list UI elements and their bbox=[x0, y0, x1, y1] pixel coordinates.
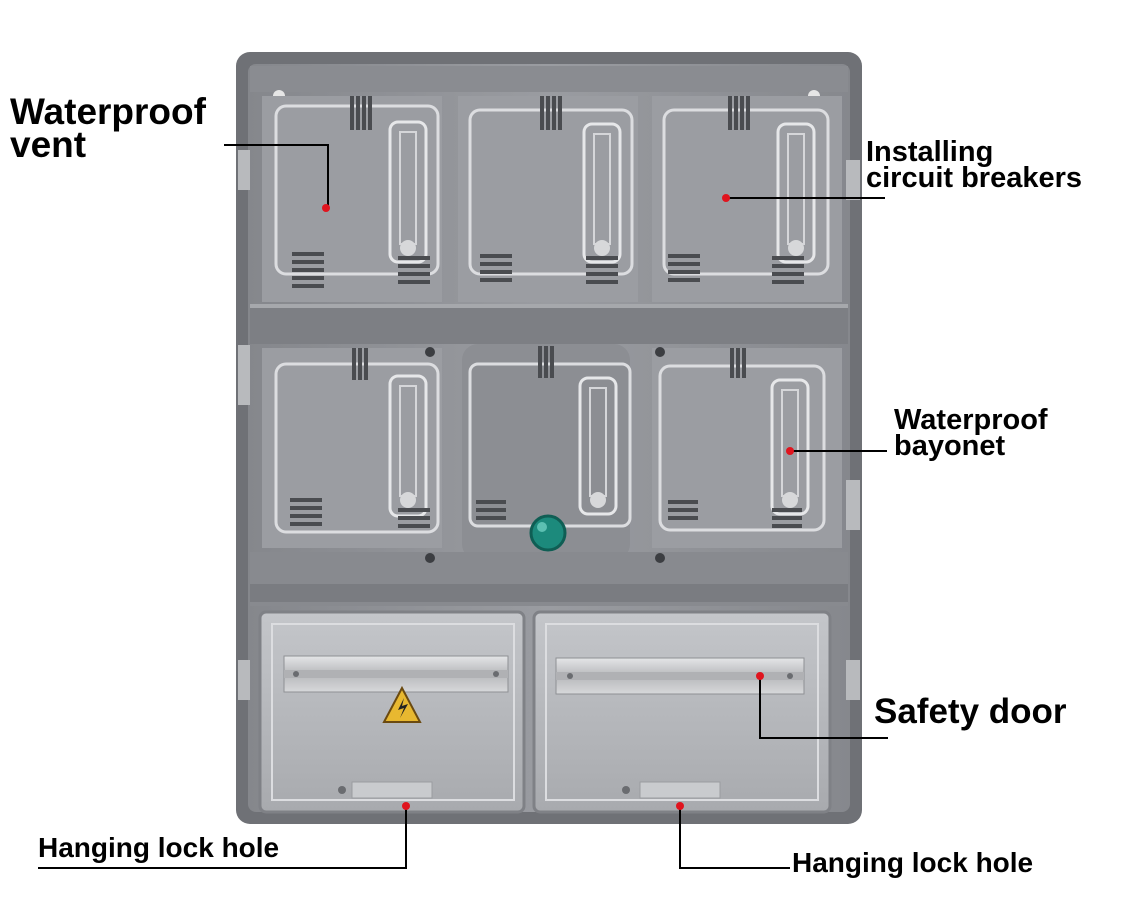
callout-label-safety-door: Safety door bbox=[874, 692, 1067, 731]
callout-dot-lock-right bbox=[676, 802, 684, 810]
top-rim bbox=[250, 66, 848, 92]
side-tab bbox=[238, 150, 250, 190]
callout-label-hanging-lock-right: Hanging lock hole bbox=[792, 847, 1034, 878]
label-line: Waterproof bbox=[894, 404, 1048, 436]
callout-line-vent bbox=[224, 144, 329, 208]
middle-divider bbox=[250, 304, 848, 344]
side-tab bbox=[846, 160, 860, 200]
side-tab bbox=[238, 345, 250, 405]
callout-dot-bayonet bbox=[786, 447, 794, 455]
label-line: Installing bbox=[866, 136, 994, 168]
callout-line-lock-right bbox=[679, 806, 790, 869]
callout-dot-breakers bbox=[722, 194, 730, 202]
indicator-light-icon bbox=[529, 514, 567, 552]
side-tab bbox=[238, 660, 250, 700]
label-line: circuit breakers bbox=[866, 161, 1083, 194]
label-line: bayonet bbox=[894, 429, 1006, 462]
safety-door-left bbox=[258, 610, 526, 814]
compartment-top-left bbox=[262, 96, 442, 302]
warning-triangle-icon bbox=[382, 685, 422, 723]
safety-door-right bbox=[532, 610, 832, 814]
callout-label-installing-breakers: Installing circuit breakers bbox=[866, 136, 1083, 194]
compartment-mid-right bbox=[652, 347, 842, 548]
side-tab bbox=[846, 480, 860, 530]
callout-label-hanging-lock-left: Hanging lock hole bbox=[38, 832, 280, 863]
side-tab bbox=[846, 660, 860, 700]
callout-line-safety-door bbox=[759, 676, 888, 739]
callout-label-waterproof-bayonet: Waterproof bayonet bbox=[894, 404, 1048, 462]
callout-dot-lock-left bbox=[402, 802, 410, 810]
compartment-top-middle bbox=[458, 96, 638, 302]
callout-label-waterproof-vent: Waterproof vent bbox=[10, 91, 206, 165]
label-line: vent bbox=[10, 123, 87, 165]
callout-line-lock-left bbox=[38, 806, 407, 869]
compartment-mid-middle bbox=[462, 344, 632, 560]
compartment-mid-left bbox=[262, 347, 442, 548]
callout-dot-safety-door bbox=[756, 672, 764, 680]
callout-dot-vent bbox=[322, 204, 330, 212]
label-line: Waterproof bbox=[10, 91, 206, 132]
